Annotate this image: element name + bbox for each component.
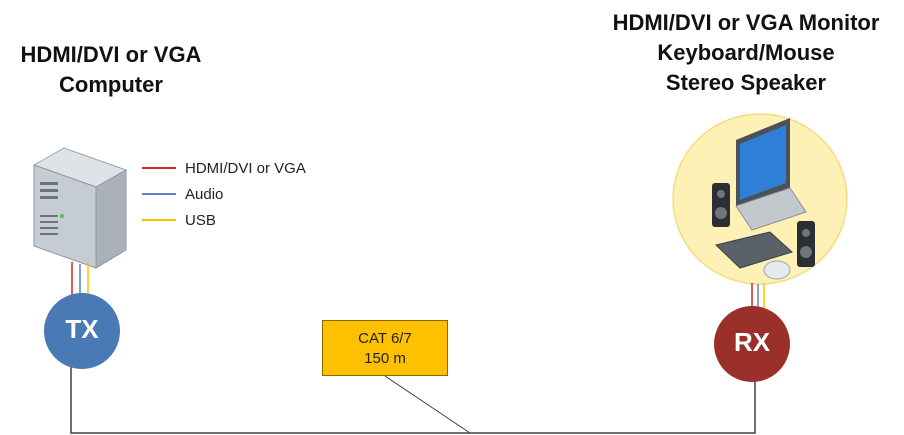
monitor-heading-line1: HDMI/DVI or VGA Monitor (612, 10, 880, 35)
legend-swatch-usb (142, 219, 176, 221)
rx-label: RX (733, 327, 771, 357)
cat-cable-line (70, 360, 756, 434)
tx-label: TX (65, 314, 99, 344)
legend-label-usb: USB (185, 211, 216, 229)
monitor-heading: HDMI/DVI or VGA Monitor Keyboard/Mouse S… (588, 8, 904, 98)
cable-callout-line (384, 375, 471, 434)
legend-item: USB (142, 207, 306, 233)
monitor-keyboard-mouse-speakers-icon (672, 113, 848, 285)
computer-heading-line1: HDMI/DVI or VGA (20, 42, 202, 67)
legend-swatch-hdmi (142, 167, 176, 169)
legend-item: HDMI/DVI or VGA (142, 155, 306, 181)
legend: HDMI/DVI or VGA Audio USB (142, 155, 306, 233)
monitor-heading-line3: Stereo Speaker (665, 70, 827, 95)
cable-type-label: CAT 6/7 (358, 330, 412, 347)
legend-label-hdmi: HDMI/DVI or VGA (185, 159, 306, 177)
cable-spec-box: CAT 6/7 150 m (322, 320, 448, 376)
legend-swatch-audio (142, 193, 176, 195)
cable-length-label: 150 m (364, 350, 406, 367)
legend-item: Audio (142, 181, 306, 207)
computer-heading: HDMI/DVI or VGA Computer (0, 40, 222, 100)
monitor-heading-line2: Keyboard/Mouse (657, 40, 835, 65)
rx-node (714, 306, 790, 382)
legend-label-audio: Audio (185, 185, 224, 203)
computer-heading-line2: Computer (59, 72, 163, 97)
tx-node (44, 293, 120, 369)
computer-tower-icon (32, 147, 128, 269)
